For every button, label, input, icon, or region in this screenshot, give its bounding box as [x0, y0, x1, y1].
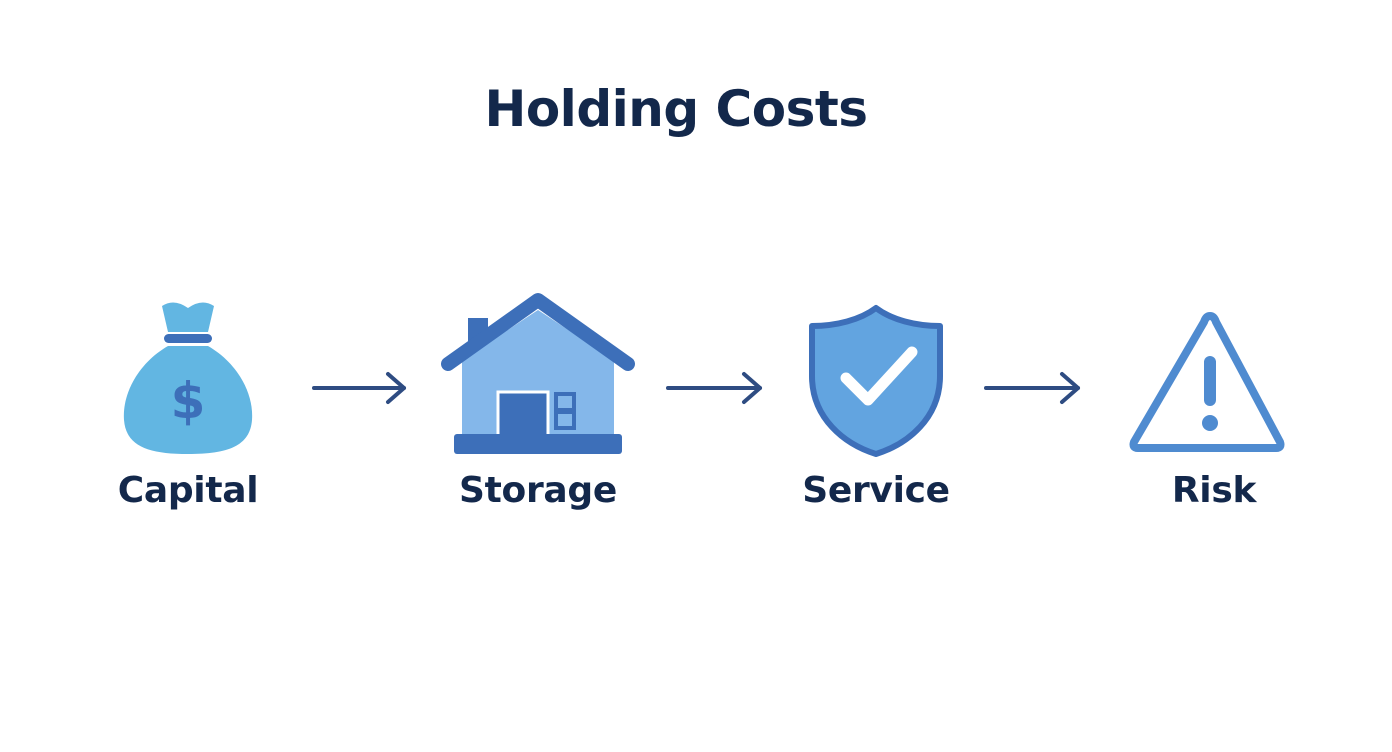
step-label-capital: Capital	[117, 470, 259, 511]
step-capital: $ Capital	[78, 292, 298, 532]
step-storage: Storage	[428, 292, 648, 532]
step-label-storage: Storage	[458, 470, 617, 511]
shield-check-icon	[766, 292, 986, 462]
warehouse-house-icon	[428, 292, 648, 462]
diagram-title: Holding Costs	[484, 80, 868, 138]
money-bag-dollar-icon: $	[78, 292, 298, 462]
warning-triangle-icon	[1104, 292, 1324, 462]
step-risk: Risk	[1104, 292, 1324, 532]
step-label-risk: Risk	[1171, 470, 1257, 511]
step-service: Service	[766, 292, 986, 532]
step-label-service: Service	[802, 470, 950, 511]
arrow-right-icon	[666, 368, 766, 408]
arrow-right-icon	[984, 368, 1084, 408]
svg-text:$: $	[171, 372, 206, 430]
arrow-right-icon	[312, 368, 410, 408]
